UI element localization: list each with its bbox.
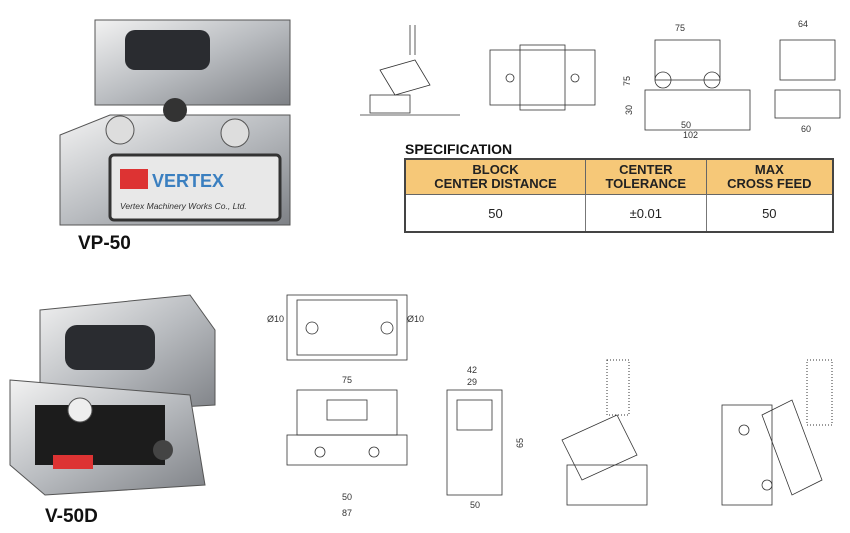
- v50d-dimensions-height: 65: [515, 438, 525, 448]
- vp50-drawings: 75 75 30 50 102 64 60: [360, 19, 841, 140]
- value-max-cross-feed: 50: [705, 194, 834, 233]
- vp50-dimensions-length: 102: [683, 130, 698, 140]
- vp50-dimensions-side-top: 64: [798, 19, 808, 29]
- v50d-dimensions-side-top: 42: [467, 365, 477, 375]
- v50d-dimensions-side-inner: 29: [467, 377, 477, 387]
- specification-headers-1-0: CENTER: [619, 162, 673, 177]
- specification-title: SPECIFICATION: [405, 141, 513, 157]
- specification-headers-0-1: CENTER DISTANCE: [434, 176, 557, 191]
- value-center-tolerance: ±0.01: [584, 194, 707, 233]
- vp50-brand-logo: VERTEX: [152, 171, 224, 191]
- vp50-maker-text: Vertex Machinery Works Co., Ltd.: [120, 201, 247, 211]
- vp50-dimensions-width-top: 75: [675, 23, 685, 33]
- v50d-dimensions-length: 87: [342, 508, 352, 518]
- vp50-dimensions-height: 75: [622, 76, 632, 86]
- vp50-dimensions-base-height: 30: [624, 105, 634, 115]
- vp50-product-image: VERTEX Vertex Machinery Works Co., Ltd.: [59, 19, 291, 226]
- v50d-dimensions-hole-left: Ø10: [267, 314, 284, 324]
- vp50-top-view: [489, 44, 596, 111]
- vp50-dimensions-side-base: 60: [801, 124, 811, 134]
- vp50-front-view: 75 75 30 50 102: [622, 23, 751, 140]
- v50d-model-label: V-50D: [45, 506, 98, 527]
- table-row: 50 ±0.01 50: [404, 194, 834, 233]
- v50d-dimensions-hole-right: Ø10: [407, 314, 424, 324]
- v50d-angle-diagram-1: [561, 359, 648, 506]
- v50d-drawings: Ø10 Ø10 75 50 87 42 29 65 50: [267, 294, 833, 518]
- v50d-dimensions-width-top: 75: [342, 375, 352, 385]
- v50d-front-view: 75 50 87: [286, 375, 408, 518]
- specification-headers-1-1: TOLERANCE: [605, 176, 687, 191]
- v50d-side-view: 42 29 65 50: [446, 365, 525, 510]
- v50d-dimensions-center: 50: [342, 492, 352, 502]
- vp50-model-label: VP-50: [78, 233, 131, 254]
- v50d-dimensions-side-base: 50: [470, 500, 480, 510]
- specification-headers-2-1: CROSS FEED: [727, 176, 812, 191]
- v50d-top-view: Ø10 Ø10: [267, 294, 424, 361]
- vp50-tilt-diagram: [360, 25, 460, 116]
- specification-headers-2-0: MAX: [754, 162, 784, 177]
- v50d-product-image: [9, 294, 216, 496]
- v50d-angle-diagram-2: [721, 359, 833, 506]
- vp50-side-view: 64 60: [774, 19, 841, 134]
- value-block-center-distance: 50: [404, 194, 586, 233]
- specification-headers-0-0: BLOCK: [472, 162, 519, 177]
- vp50-dimensions-center: 50: [681, 120, 691, 130]
